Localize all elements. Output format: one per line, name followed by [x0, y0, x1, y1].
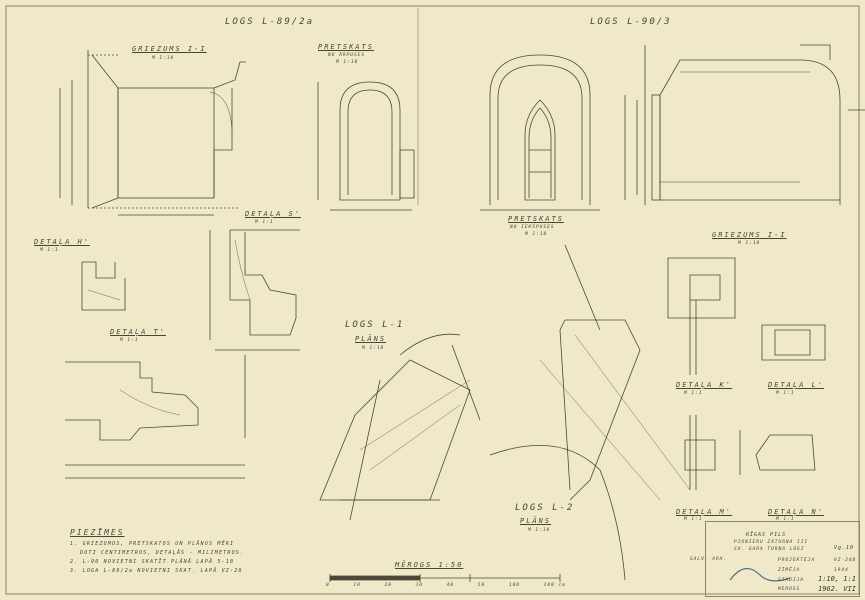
- scale-bar-drawing: [329, 574, 561, 582]
- row-label: ZĪMĒJA: [778, 568, 801, 573]
- plan-l2-subtitle: PLĀNS: [520, 517, 552, 525]
- elevation-outside-drawing: [317, 81, 415, 211]
- note-line: DOTI CENTIMETROS, DETAĻĀS - MILIMETROS.: [80, 550, 245, 556]
- plan-l1-title: LOGS L-1: [345, 320, 405, 330]
- section-left-drawing: [59, 50, 246, 216]
- signature-stamp: [729, 568, 791, 582]
- section-right-drawing: [624, 44, 865, 205]
- note-line: 1. GRIEZUMOS, PRETSKATOS UN PLĀNOS MĒRI: [70, 541, 235, 547]
- title-block-line3: SV. GARA TORŅA LOGI: [734, 547, 805, 552]
- sheet-border: [5, 5, 860, 595]
- note-line: 2. L-90 NOVIETNI SKATĪT PLĀNĀ LAPĀ 5-10: [70, 559, 235, 565]
- scale-tick: 100: [508, 583, 520, 588]
- row-label: MĒROGS: [778, 587, 801, 592]
- title-logs-l89: LOGS L-89/2a: [225, 17, 315, 27]
- elev-in-scale: M 1:10: [525, 232, 548, 237]
- detail-t-drawing: [65, 355, 246, 479]
- title-block: RĪGAS PILS PIONIERU ZĀTURNA III SV. GARA…: [690, 521, 860, 597]
- detail-h-drawing: [81, 261, 126, 311]
- section-right-scale: M 1:10: [738, 241, 761, 246]
- detail-h-title: DETAĻA H': [34, 238, 90, 246]
- note-line: 3. LOGA L-89/2a NOVIETNI SKAT. LAPĀ VZ-2…: [70, 568, 243, 574]
- detail-s-scale: M 1:1: [255, 220, 274, 225]
- scale-tick: 40: [446, 583, 455, 588]
- notes-heading: PIEZĪMES: [70, 528, 125, 537]
- scale-tick: 30: [415, 583, 423, 588]
- detail-t-title: DETAĻA T': [110, 328, 166, 336]
- detail-k-scale: M 1:1: [684, 391, 703, 396]
- detail-m-title: DETAĻA M': [676, 508, 732, 516]
- tb-value: VZ-24B: [834, 558, 857, 563]
- plan-l2-scale: M 1:10: [528, 528, 551, 533]
- detail-l-scale: M 1:1: [776, 391, 795, 396]
- detail-s-drawing: [209, 229, 300, 351]
- tb-value-scale: 1:10, 1:1: [818, 575, 856, 583]
- elev-out-scale: M 1:10: [336, 60, 359, 65]
- section-left-scale: M 1:10: [152, 56, 175, 61]
- title-block-line2: PIONIERU ZĀTURNA III: [734, 540, 809, 545]
- scale-tick: 200 cm: [543, 583, 566, 588]
- plan-l1-drawing: [319, 333, 481, 521]
- elev-in-title: PRETSKATS: [508, 215, 564, 223]
- detail-s-title: DETAĻA S': [245, 210, 301, 218]
- row-label: PROJEKTĒJA: [778, 558, 816, 563]
- row-label: STADIJA: [778, 578, 804, 583]
- detail-t-scale: M 1:1: [120, 338, 139, 343]
- scale-bar-label: MĒROGS 1:50: [395, 561, 464, 569]
- details-klmn-drawings: [667, 257, 826, 490]
- scale-bar-ticks: 0 10 20 30 40 50 100 200 cm: [326, 583, 566, 588]
- section-right-title: GRIEZUMS I-I: [712, 231, 787, 239]
- detail-m-scale: M 1:1: [684, 517, 703, 522]
- detail-n-title: DETAĻA N': [768, 508, 824, 516]
- elev-in-subtitle: NO IEKŠPUSES: [510, 225, 555, 230]
- section-left-title: GRIEZUMS I-I: [132, 45, 207, 53]
- detail-h-scale: M 1:1: [40, 248, 59, 253]
- title-logs-l90: LOGS L-90/3: [590, 17, 672, 27]
- elevation-inside-drawing: [480, 54, 600, 211]
- scale-tick: 50: [477, 583, 486, 588]
- sheet-code: Vg.10: [834, 545, 855, 551]
- elev-out-title: PRETSKATS: [318, 43, 374, 51]
- elev-out-subtitle: NO ĀRPUSES: [328, 53, 366, 58]
- plan-l1-subtitle: PLĀNS: [355, 335, 387, 343]
- detail-n-scale: M 1:1: [776, 517, 795, 522]
- title-block-line1: RĪGAS PILS: [746, 532, 787, 538]
- row-label: GALV. ARH.: [690, 557, 728, 562]
- scale-tick: 20: [384, 583, 392, 588]
- tb-value-date: 1962. VII: [818, 585, 856, 593]
- detail-l-title: DETAĻA L': [768, 381, 824, 389]
- scale-tick: 0: [326, 583, 330, 588]
- plan-l2-drawing: [489, 244, 691, 581]
- tb-value: 1944: [834, 568, 849, 573]
- plan-l1-scale: M 1:10: [362, 346, 385, 351]
- scale-tick: 10: [353, 583, 361, 588]
- plan-l2-title: LOGS L-2: [515, 503, 575, 513]
- detail-k-title: DETAĻA K': [676, 381, 732, 389]
